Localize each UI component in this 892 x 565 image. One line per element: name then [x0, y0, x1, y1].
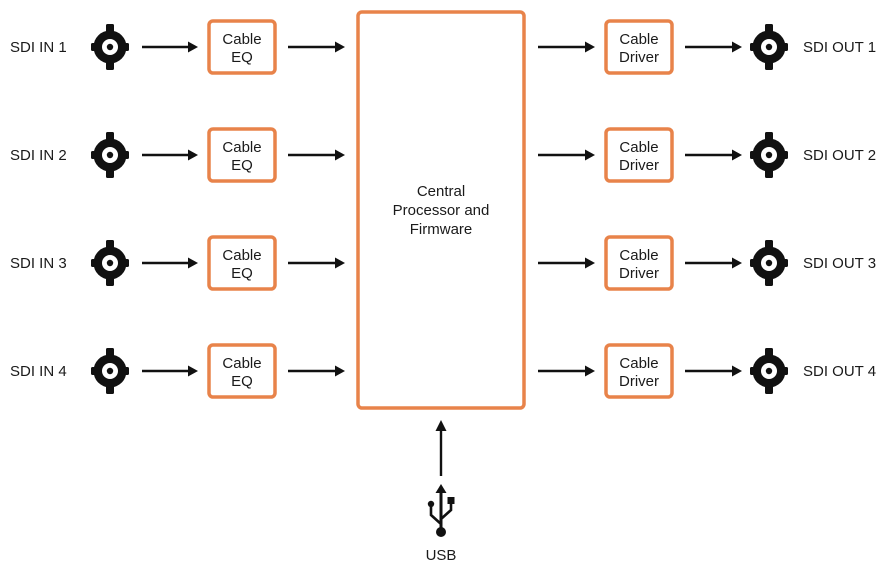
- driver-arrow-to-output-head: [732, 41, 742, 53]
- processor-arrow-to-driver-head: [585, 257, 595, 269]
- processor-arrow-to-driver-head: [585, 149, 595, 161]
- input-arrow-to-eq-head: [188, 365, 198, 377]
- cable-eq-block-box: [207, 19, 277, 75]
- sdi-in-label: SDI IN 1: [10, 39, 67, 56]
- cable-driver-block-line-2: Driver: [619, 373, 659, 390]
- bnc-connector-icon: [91, 348, 129, 394]
- cable-eq-block-box: [207, 343, 277, 399]
- processor-arrow-to-driver-head: [585, 365, 595, 377]
- eq-arrow-to-processor-head: [335, 257, 345, 269]
- input-arrow-to-eq-head: [188, 149, 198, 161]
- cable-driver-block-line-2: Driver: [619, 49, 659, 66]
- bnc-connector-icon: [750, 132, 788, 178]
- cable-eq-block-line-2: EQ: [231, 373, 253, 390]
- cable-eq-block-line-1: Cable: [222, 31, 261, 48]
- cable-driver-block-line-1: Cable: [619, 31, 658, 48]
- cable-driver-block-line-1: Cable: [619, 139, 658, 156]
- processor-line-1: Central: [417, 183, 465, 200]
- cable-eq-block-line-1: Cable: [222, 247, 261, 264]
- driver-arrow-to-output-head: [732, 365, 742, 377]
- cable-eq-block-line-1: Cable: [222, 355, 261, 372]
- cable-eq-block-line-2: EQ: [231, 49, 253, 66]
- cable-driver-block-line-1: Cable: [619, 355, 658, 372]
- bnc-connector-icon: [91, 132, 129, 178]
- cable-driver-block-line-2: Driver: [619, 265, 659, 282]
- eq-arrow-to-processor-head: [335, 41, 345, 53]
- cable-eq-block-line-2: EQ: [231, 265, 253, 282]
- usb-icon: [427, 484, 455, 537]
- sdi-out-label: SDI OUT 1: [803, 39, 876, 56]
- cable-eq-block-line-2: EQ: [231, 157, 253, 174]
- driver-arrow-to-output-head: [732, 149, 742, 161]
- usb-arrow-head: [435, 420, 447, 431]
- eq-arrow-to-processor-head: [335, 149, 345, 161]
- eq-arrow-to-processor-head: [335, 365, 345, 377]
- cable-eq-block-box: [207, 127, 277, 183]
- processor-line-2: Processor and: [393, 202, 490, 219]
- cable-driver-block-box: [604, 343, 674, 399]
- processor-arrow-to-driver-head: [585, 41, 595, 53]
- processor-line-3: Firmware: [410, 221, 473, 238]
- sdi-in-label: SDI IN 2: [10, 147, 67, 164]
- sdi-in-label: SDI IN 4: [10, 363, 67, 380]
- cable-driver-block-line-2: Driver: [619, 157, 659, 174]
- bnc-connector-icon: [91, 240, 129, 286]
- cable-eq-block-line-1: Cable: [222, 139, 261, 156]
- central-processor: Central Processor and Firmware: [356, 10, 526, 410]
- bnc-connector-icon: [750, 348, 788, 394]
- bnc-connector-icon: [91, 24, 129, 70]
- input-arrow-to-eq-head: [188, 41, 198, 53]
- cable-driver-block-box: [604, 127, 674, 183]
- central-processor-box: [356, 10, 526, 410]
- cable-driver-block-box: [604, 19, 674, 75]
- sdi-out-label: SDI OUT 4: [803, 363, 876, 380]
- sdi-out-label: SDI OUT 2: [803, 147, 876, 164]
- cable-driver-block-line-1: Cable: [619, 247, 658, 264]
- cable-eq-block-box: [207, 235, 277, 291]
- cable-driver-block-box: [604, 235, 674, 291]
- usb-port: USB: [426, 420, 457, 564]
- driver-arrow-to-output-head: [732, 257, 742, 269]
- sdi-out-label: SDI OUT 3: [803, 255, 876, 272]
- sdi-in-label: SDI IN 3: [10, 255, 67, 272]
- bnc-connector-icon: [750, 24, 788, 70]
- input-arrow-to-eq-head: [188, 257, 198, 269]
- usb-label: USB: [426, 547, 457, 564]
- bnc-connector-icon: [750, 240, 788, 286]
